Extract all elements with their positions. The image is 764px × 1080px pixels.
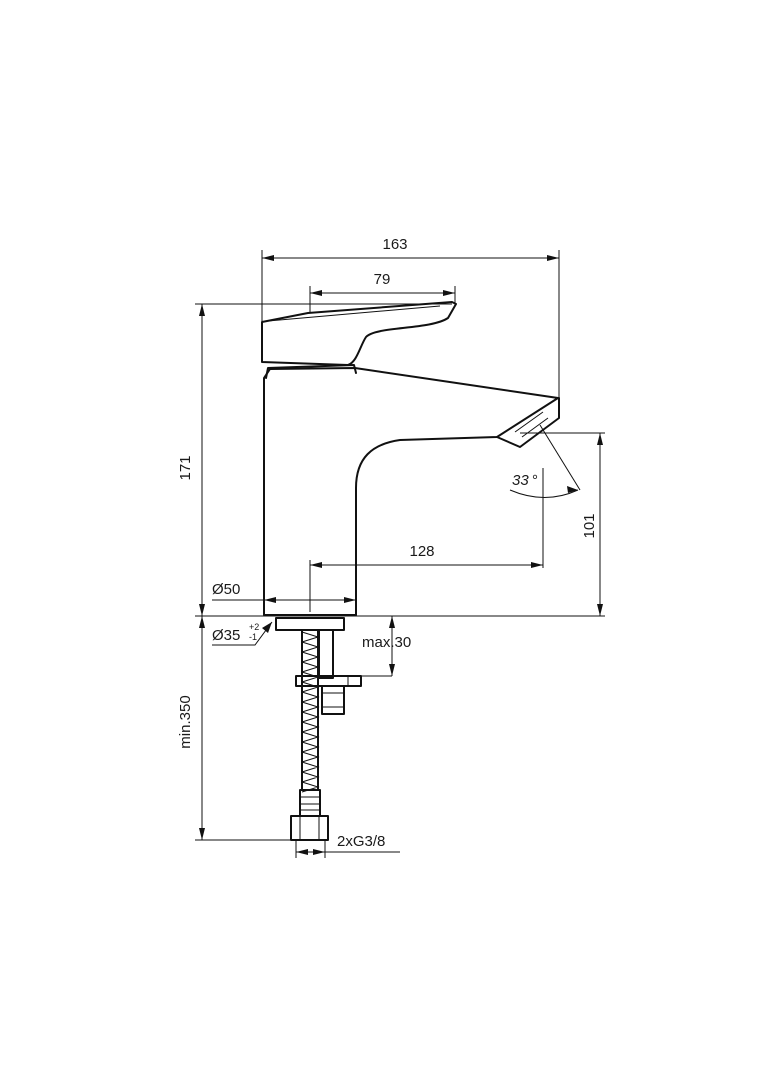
label-overall-length: 163 xyxy=(382,236,407,253)
faucet-body xyxy=(263,367,559,616)
label-max-thickness: max.30 xyxy=(362,634,411,651)
base-gasket xyxy=(275,617,345,631)
hose-ferrule xyxy=(299,789,321,817)
label-spout-angle-unit: ° xyxy=(532,472,538,489)
connection-nut xyxy=(290,815,329,841)
dimension-labels: 163 79 171 101 128 Ø50 Ø35 +2 -1 max.30 … xyxy=(177,236,598,850)
fixing-nut-edges xyxy=(322,692,344,708)
label-hole-tol-plus: +2 xyxy=(249,622,259,632)
dimension-lines xyxy=(195,250,605,858)
under-deck-assembly xyxy=(275,617,362,841)
aerator-slot xyxy=(514,411,549,438)
label-body-diameter: Ø50 xyxy=(212,581,240,598)
connection-nut-edges xyxy=(299,816,320,840)
dimension-arrowheads xyxy=(199,255,603,855)
threaded-stud xyxy=(318,629,334,679)
label-min-hose-length: min.350 xyxy=(177,695,194,748)
hose-ferrule-lines xyxy=(300,796,320,811)
fixing-nut xyxy=(321,685,345,715)
lever-handle xyxy=(261,301,457,366)
faucet-outline xyxy=(261,301,560,616)
label-total-height: 171 xyxy=(177,455,194,480)
label-spout-angle: 33 xyxy=(512,472,529,489)
label-hole-tol-minus: -1 xyxy=(249,632,257,642)
label-hole-diameter: Ø35 xyxy=(212,627,240,644)
label-spout-reach: 128 xyxy=(409,543,434,560)
lever-collar xyxy=(265,364,357,379)
label-spout-height: 101 xyxy=(581,513,598,538)
lever-top-edge xyxy=(267,305,441,322)
label-connections: 2xG3/8 xyxy=(337,833,385,850)
label-lever-length: 79 xyxy=(374,271,391,288)
hose-braid-pattern xyxy=(301,631,320,793)
